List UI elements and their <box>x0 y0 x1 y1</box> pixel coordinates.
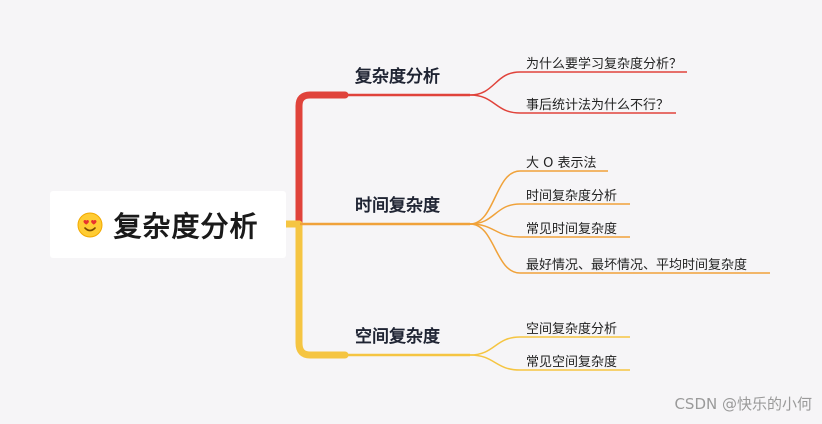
watermark: CSDN @快乐的小何 <box>674 395 812 413</box>
leaf-connector-2-2 <box>469 203 630 225</box>
leaf-connector-3-2 <box>469 354 630 371</box>
leaf-connector-2-3 <box>469 223 630 238</box>
leaf-post-statistics[interactable]: 事后统计法为什么不行？ <box>526 98 670 113</box>
root-title: 复杂度分析 <box>113 209 259 243</box>
leaf-connector-3-1 <box>469 336 630 356</box>
leaf-time-analysis[interactable]: 时间复杂度分析 <box>526 189 618 204</box>
heart-eyes-emoji-icon <box>77 212 103 238</box>
leaf-connector-2-1 <box>469 170 608 225</box>
leaf-why-learn[interactable]: 为什么要学习复杂度分析？ <box>526 57 683 72</box>
leaf-connector-1-1 <box>469 71 687 96</box>
leaf-connector-2-4 <box>469 223 770 274</box>
leaf-common-time[interactable]: 常见时间复杂度 <box>526 222 618 237</box>
leaf-common-space[interactable]: 常见空间复杂度 <box>526 355 618 370</box>
trunk-lower <box>295 220 349 359</box>
root-node[interactable]: 复杂度分析 <box>50 191 286 258</box>
trunk-upper <box>295 91 349 228</box>
leaf-space-analysis[interactable]: 空间复杂度分析 <box>526 322 618 337</box>
leaf-big-o[interactable]: 大 O 表示法 <box>526 156 597 171</box>
branch-complexity-analysis[interactable]: 复杂度分析 <box>355 67 440 87</box>
leaf-best-worst-average[interactable]: 最好情况、最坏情况、平均时间复杂度 <box>526 258 748 273</box>
leaf-connector-1-2 <box>469 94 676 114</box>
branch-time-complexity[interactable]: 时间复杂度 <box>355 196 440 216</box>
branch-space-complexity[interactable]: 空间复杂度 <box>355 327 440 347</box>
